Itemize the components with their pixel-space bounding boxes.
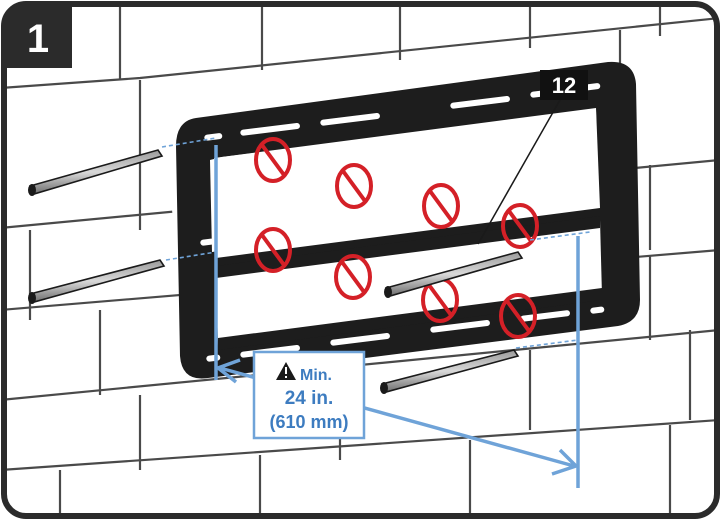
screw-icon [28, 259, 166, 304]
prohibited-icon [334, 254, 372, 300]
screw-icon [28, 149, 164, 196]
screw-icon [384, 251, 524, 298]
prohibited-icon [335, 163, 373, 209]
prohibited-icon [501, 203, 539, 249]
lag-screws [28, 149, 524, 394]
step-badge: 1 [4, 4, 72, 68]
svg-text:I ▲: I ▲ [397, 175, 415, 189]
prohibited-icon [254, 137, 292, 183]
callout-leader [477, 99, 561, 245]
prohibited-icon [254, 227, 292, 273]
measurement-label: Min. 24 in. (610 mm) [252, 350, 366, 440]
part-number: 12 [552, 73, 576, 98]
step-number: 1 [27, 17, 49, 61]
prohibited-icon [499, 293, 537, 339]
millimeters-value: (610 mm) [269, 412, 348, 432]
part-callout: 12 [540, 70, 588, 100]
screw-icon [380, 349, 520, 394]
warning-triangle-icon [276, 362, 296, 380]
prohibited-icon [422, 183, 460, 229]
min-label: Min. [300, 367, 332, 384]
alignment-dashes [161, 137, 591, 349]
inches-value: 24 in. [285, 388, 334, 409]
prohibited-holes [254, 137, 539, 339]
